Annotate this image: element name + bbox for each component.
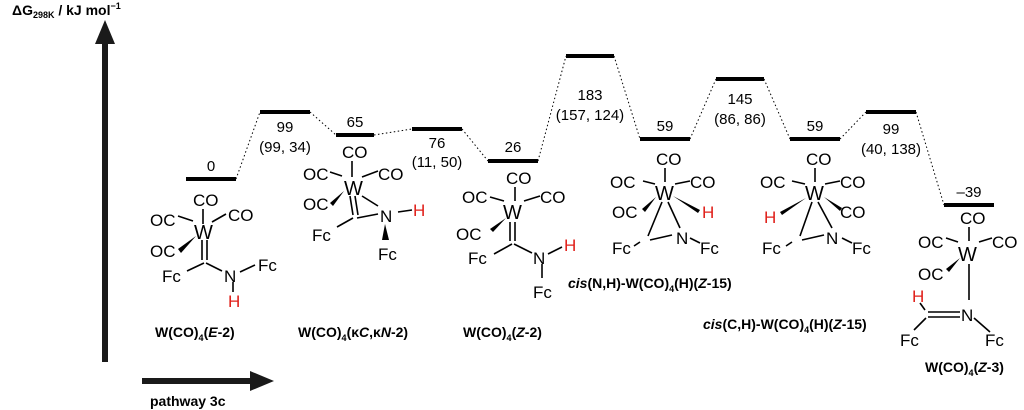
label-k2: W(CO)4(κC,κN-2) (298, 324, 408, 343)
svg-text:H: H (564, 236, 576, 255)
x-axis-label: pathway 3c (150, 393, 226, 409)
energy-extra: (40, 138) (861, 141, 921, 158)
svg-text:N: N (533, 249, 545, 268)
svg-text:OC: OC (610, 173, 636, 192)
svg-text:Fc: Fc (468, 249, 487, 268)
svg-text:OC: OC (462, 188, 488, 207)
svg-text:OC: OC (456, 225, 482, 244)
svg-text:N: N (224, 267, 236, 286)
structure-cisnh: CO OC CO W OC H Fc N Fc (610, 150, 719, 258)
svg-text:CO: CO (342, 143, 368, 162)
y-axis-arrowhead (95, 20, 115, 44)
svg-text:CO: CO (193, 191, 219, 210)
label-z2: W(CO)4(Z-2) (463, 324, 542, 343)
energy-value: 65 (347, 114, 364, 131)
energy-extra: (99, 34) (259, 139, 311, 156)
svg-text:Fc: Fc (985, 331, 1004, 350)
svg-text:OC: OC (150, 211, 176, 230)
svg-text:N: N (826, 229, 838, 248)
svg-text:OC: OC (150, 242, 176, 261)
svg-text:OC: OC (303, 195, 329, 214)
svg-text:CO: CO (840, 203, 866, 222)
structure-z3: CO OC CO W OC H N Fc Fc (900, 209, 1018, 350)
svg-text:Fc: Fc (700, 239, 719, 258)
x-axis-arrowhead (250, 371, 274, 391)
structure-e2: CO OC CO W OC Fc N Fc H (150, 191, 277, 311)
svg-text:W: W (805, 183, 824, 205)
energy-value: 99 (277, 119, 294, 136)
svg-text:OC: OC (918, 265, 944, 284)
svg-text:N: N (380, 207, 392, 226)
svg-text:N: N (676, 229, 688, 248)
svg-text:CO: CO (656, 150, 682, 169)
svg-text:CO: CO (540, 188, 566, 207)
svg-text:Fc: Fc (900, 331, 919, 350)
svg-text:CO: CO (378, 165, 404, 184)
svg-text:H: H (764, 208, 776, 227)
structure-k2: CO OC CO W OC Fc N H Fc (303, 143, 425, 264)
svg-text:CO: CO (840, 173, 866, 192)
svg-text:Fc: Fc (378, 245, 397, 264)
svg-text:W: W (344, 178, 363, 200)
svg-text:Fc: Fc (852, 239, 871, 258)
svg-text:CO: CO (806, 150, 832, 169)
y-axis-label: ΔG298K / kJ mol−1 (12, 1, 121, 20)
label-cisnh: cis(N,H)-W(CO)4(H)(Z-15) (568, 275, 732, 294)
svg-text:CO: CO (960, 209, 986, 228)
energy-value: 0 (207, 158, 215, 175)
svg-text:OC: OC (303, 165, 329, 184)
structure-cisch: CO OC CO W H CO Fc N Fc (760, 150, 871, 258)
svg-text:W: W (655, 183, 674, 205)
svg-text:H: H (413, 201, 425, 220)
svg-text:CO: CO (690, 173, 716, 192)
svg-text:H: H (228, 292, 240, 311)
energy-extra: (157, 124) (556, 107, 624, 124)
svg-text:N: N (961, 306, 973, 325)
svg-text:CO: CO (992, 233, 1018, 252)
energy-value: 26 (505, 139, 522, 156)
svg-text:Fc: Fc (258, 256, 277, 275)
svg-text:H: H (912, 287, 924, 306)
energy-extra: (11, 50) (412, 154, 463, 171)
label-e2: W(CO)4(E-2) (155, 324, 235, 343)
energy-value: 145 (727, 91, 752, 108)
svg-text:OC: OC (918, 233, 944, 252)
energy-value: 59 (657, 118, 674, 135)
svg-text:W: W (958, 244, 977, 266)
energy-value: 99 (883, 121, 900, 138)
energy-value: 59 (807, 118, 824, 135)
svg-text:CO: CO (506, 169, 532, 188)
energy-value: 76 (429, 135, 446, 152)
svg-text:OC: OC (612, 203, 638, 222)
label-z3: W(CO)4(Z-3) (925, 359, 1004, 378)
svg-text:Fc: Fc (533, 283, 552, 302)
svg-text:W: W (503, 202, 522, 224)
structure-z2: CO OC CO W OC Fc N H Fc (456, 169, 576, 302)
label-cisch: cis(C,H)-W(CO)4(H)(Z-15) (703, 316, 867, 335)
svg-text:Fc: Fc (162, 267, 181, 286)
level-connectors (235, 55, 945, 206)
energy-extra: (86, 86) (714, 111, 766, 128)
energy-value: –39 (956, 184, 981, 201)
svg-text:Fc: Fc (762, 239, 781, 258)
svg-text:W: W (194, 222, 213, 244)
svg-text:Fc: Fc (612, 239, 631, 258)
energy-value: 183 (577, 87, 602, 104)
svg-text:OC: OC (760, 173, 786, 192)
svg-text:Fc: Fc (312, 226, 331, 245)
svg-text:H: H (702, 203, 714, 222)
svg-text:CO: CO (228, 206, 254, 225)
